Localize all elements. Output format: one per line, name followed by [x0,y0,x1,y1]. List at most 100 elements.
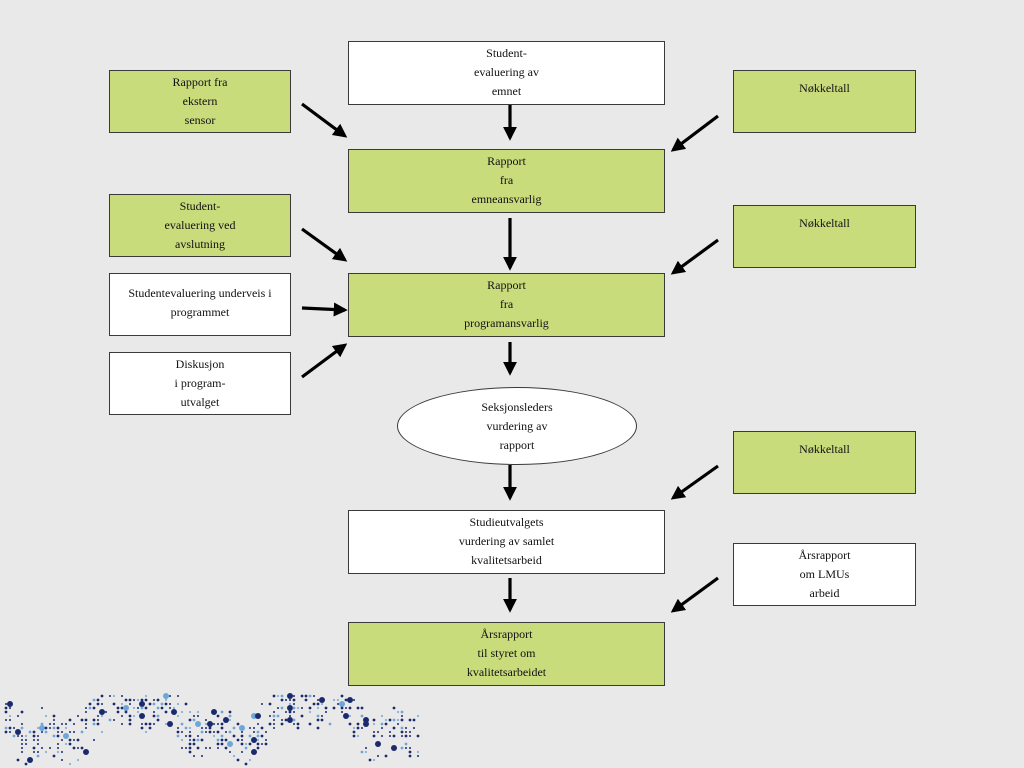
decorative-dot [276,714,280,718]
decorative-dot [309,711,311,713]
decorative-dot [224,738,228,742]
decorative-dot [85,723,87,725]
decorative-dot [220,710,224,714]
decorative-dot [380,722,384,726]
decorative-dot [189,731,191,733]
decorative-dot [265,739,267,741]
decorative-dot [308,722,312,726]
decorative-dot [177,703,179,705]
decorative-dot [397,711,399,713]
decorative-dot [5,719,7,721]
decorative-dot [236,722,240,726]
decorative-dot [163,693,169,699]
decorative-dot [328,722,332,726]
decorative-dot [85,727,87,729]
box-line: programansvarlig [464,316,549,330]
decorative-dot [293,695,295,697]
decorative-dot [400,730,404,734]
decorative-dot [52,734,56,738]
decorative-dot [20,726,24,730]
decorative-dot [120,706,124,710]
decorative-dot [361,727,363,729]
decorative-dot [392,718,396,722]
decorative-dot [133,715,135,717]
box-line: Student- [179,199,221,213]
decorative-dot [96,722,100,726]
decorative-dot [417,755,419,757]
decorative-dot [83,749,89,755]
arrow-ekstern-sensor [301,102,348,138]
decorative-dot [144,706,148,710]
decorative-dot [413,727,415,729]
decorative-dot [21,735,23,737]
decorative-dot [261,743,263,745]
decorative-dot [308,706,312,710]
box-student-evaluering-avslutning: Student- evaluering ved avslutning [109,194,291,257]
decorative-dot [273,719,275,721]
decorative-dot [417,751,419,753]
decorative-dot [205,719,207,721]
decorative-dot [268,702,272,706]
decorative-dot [144,698,148,702]
decorative-dot [216,730,220,734]
decorative-dot [316,714,320,718]
decorative-dot [261,703,263,705]
decorative-dot [12,734,16,738]
decorative-dot [316,718,320,722]
decorative-dot [208,730,212,734]
decorative-dot [216,742,220,746]
box-studieutvalgets-vurdering: Studieutvalgets vurdering av samlet kval… [348,510,665,574]
decorative-dot [400,746,404,750]
decorative-dot [316,726,320,730]
decorative-dot [408,718,412,722]
decorative-dot [97,719,99,721]
decorative-dot [189,727,191,729]
decorative-dot [9,719,11,721]
decorative-dot [224,746,228,750]
decorative-dot [156,714,160,718]
decorative-dot [284,718,288,722]
decorative-dot [260,726,264,730]
decorative-dot [21,743,23,745]
decorative-dot [184,726,188,730]
decorative-dot [44,730,48,734]
decorative-dot [69,763,71,765]
decorative-dot [337,703,339,705]
decorative-dot [229,719,231,721]
decorative-dot [285,699,287,701]
decorative-dot [292,718,296,722]
arrow-nokkeltall-2 [670,238,719,275]
decorative-dot [381,727,383,729]
decorative-dot [101,731,103,733]
decorative-dot [213,735,215,737]
decorative-dot [140,706,144,710]
decorative-dot [353,727,355,729]
decorative-dot [388,718,392,722]
decorative-dot [273,711,275,713]
decorative-dot [32,730,36,734]
decorative-dot [375,741,381,747]
decorative-dot [292,698,296,702]
decorative-dot [177,727,179,729]
ellipse-line: Seksjonsleders [481,399,553,414]
decorative-dot [52,754,56,758]
decorative-dot [397,719,399,721]
box-line: fra [499,297,514,311]
decorative-dot [148,702,152,706]
decorative-dot [256,730,260,734]
decorative-dot [171,709,177,715]
decorative-dot [28,730,32,734]
decorative-dot [148,726,152,730]
decorative-dot [273,727,275,729]
decorative-dot [337,699,339,701]
decorative-dot [256,734,260,738]
decorative-dot [233,755,235,757]
decorative-dot [77,747,79,749]
decorative-dot [245,743,247,745]
box-nokkeltall-2: Nøkkeltall [733,205,916,268]
decorative-dot [176,734,180,738]
decorative-dot [257,723,259,725]
decorative-dot [368,758,372,762]
decorative-dot [304,694,308,698]
decorative-dot [153,699,155,701]
